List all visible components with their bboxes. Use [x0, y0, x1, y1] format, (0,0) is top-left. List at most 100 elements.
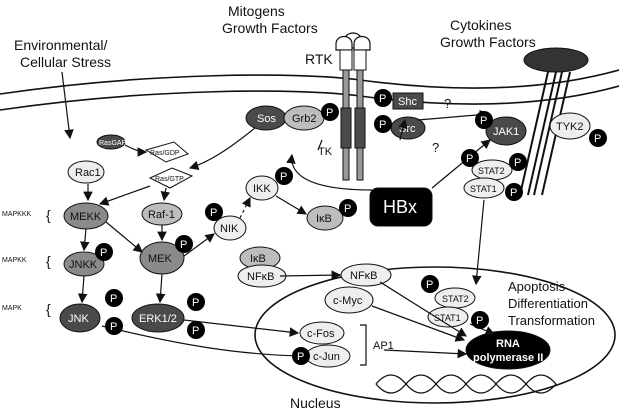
phosphate-grb2: P — [321, 103, 339, 121]
rna-polymerase-label-1: RNA — [496, 338, 520, 350]
ras-gdp-label: Ras/GDP — [150, 150, 180, 157]
shc-node — [392, 92, 424, 110]
phosphate-cjun: P — [292, 347, 310, 365]
outcome-apoptosis: Apoptosis — [508, 279, 566, 294]
cmyc-label: c-Myc — [333, 295, 363, 307]
cfos-label: c-Fos — [307, 328, 335, 340]
mapkkk-brace: { — [46, 207, 51, 223]
tyk2-label: TYK2 — [556, 121, 584, 133]
cfos-node — [299, 321, 345, 345]
jnk-node — [59, 303, 101, 333]
jak1-label: JAK1 — [493, 126, 519, 138]
ras-gtp-node — [148, 167, 194, 189]
mitogens-label: Mitogens — [228, 3, 285, 19]
svg-text:P: P — [210, 207, 217, 219]
cellular-stress-label: Cellular Stress — [20, 54, 111, 70]
nucleus-label: Nucleus — [290, 395, 341, 411]
rtk-label: RTK — [305, 51, 333, 67]
ap1-bracket — [360, 324, 367, 366]
rasgap-node — [96, 134, 126, 150]
phosphate-nik: P — [205, 203, 223, 221]
stress-arrow — [61, 71, 74, 140]
nik-node — [213, 215, 247, 241]
sos-label: Sos — [257, 113, 276, 125]
outcome-transformation: Transformation — [508, 313, 595, 328]
raf1-label: Raf-1 — [148, 209, 175, 221]
ap1-label: AP1 — [373, 340, 394, 352]
question-mark-1: ? — [444, 96, 451, 111]
environmental-label: Environmental/ — [14, 37, 107, 53]
phosphate-ikb: P — [339, 199, 357, 217]
phosphate-mek: P — [175, 235, 193, 253]
growth-factors-label-2: Growth Factors — [440, 34, 536, 50]
stat2-label: STAT2 — [478, 166, 505, 176]
jak1-node — [485, 116, 527, 146]
svg-text:P: P — [466, 153, 473, 165]
phosphate-jnk-1: P — [105, 289, 123, 307]
nik-label: NIK — [220, 223, 239, 235]
phosphate-src: P — [374, 115, 392, 133]
svg-text:P: P — [280, 171, 287, 183]
growth-factors-label-1: Growth Factors — [222, 20, 318, 36]
svg-text:P: P — [110, 321, 117, 333]
mapkk-brace: { — [46, 253, 51, 269]
svg-text:P: P — [192, 297, 199, 309]
mapkk-label: MAPKK — [2, 257, 27, 264]
tk-label: TK — [318, 146, 333, 158]
stat1-nuclear-node — [427, 306, 469, 328]
phosphate-rtk: P — [374, 89, 392, 107]
rasgap-label: RasGAP — [99, 140, 127, 147]
shc-label: Shc — [398, 96, 417, 108]
mekk-label: MEKK — [70, 211, 102, 223]
cytokines-label: Cytokines — [450, 17, 511, 33]
hbx-node — [369, 187, 433, 227]
cmyc-node — [324, 286, 374, 314]
jnkk-label: JNKK — [69, 259, 98, 271]
tyk2-node — [549, 112, 591, 140]
phosphate-receptor: P — [461, 149, 479, 167]
jnk-label: JNK — [68, 313, 89, 325]
stat1-nuclear-label: STAT1 — [434, 313, 461, 323]
outcome-differentiation: Differentiation — [508, 296, 588, 311]
dna-helix — [375, 374, 557, 394]
rac1-label: Rac1 — [75, 167, 101, 179]
hbx-label: HBx — [383, 197, 417, 217]
nfkb-nucleus-label: NFκB — [350, 270, 378, 282]
ikb-node — [306, 205, 344, 231]
rna-polymerase-label-2: polymerase II — [473, 352, 543, 364]
stat1-node — [463, 177, 505, 199]
grb2-label: Grb2 — [292, 113, 316, 125]
ikb-complex-label: IκB — [250, 253, 266, 265]
question-mark-2: ? — [432, 140, 439, 155]
plasma-membrane — [0, 69, 619, 111]
svg-text:P: P — [326, 107, 333, 119]
nfkb-cytoplasm-label: NFκB — [247, 271, 275, 283]
ikb-label: IκB — [316, 213, 332, 225]
svg-text:P: P — [100, 247, 107, 259]
stat2-nuclear-label: STAT2 — [442, 294, 469, 304]
svg-text:P: P — [379, 119, 386, 131]
svg-text:P: P — [514, 157, 521, 169]
phosphate-erk-1: P — [187, 293, 205, 311]
mapkkk-label: MAPKKK — [2, 211, 32, 218]
phosphate-tyk2: P — [589, 129, 607, 147]
svg-text:P: P — [426, 279, 433, 291]
svg-text:P: P — [180, 239, 187, 251]
svg-text:P: P — [344, 203, 351, 215]
mek-label: MEK — [148, 253, 173, 265]
svg-text:P: P — [110, 293, 117, 305]
svg-text:P: P — [594, 133, 601, 145]
ikk-label: IKK — [253, 183, 271, 195]
ras-gtp-label: Ras/GTP — [155, 176, 184, 183]
phosphate-jnkk: P — [95, 243, 113, 261]
phosphate-jnk-2: P — [105, 317, 123, 335]
phosphate-stat1: P — [505, 183, 523, 201]
erk-label: ERK1/2 — [139, 313, 177, 325]
cytokine-receptor — [519, 47, 589, 196]
rtk-receptor: TK — [318, 32, 371, 181]
phosphate-jak1: P — [475, 111, 493, 129]
ikk-node — [245, 175, 279, 201]
phosphate-stat1-nuclear: P — [471, 311, 489, 329]
svg-text:P: P — [379, 93, 386, 105]
